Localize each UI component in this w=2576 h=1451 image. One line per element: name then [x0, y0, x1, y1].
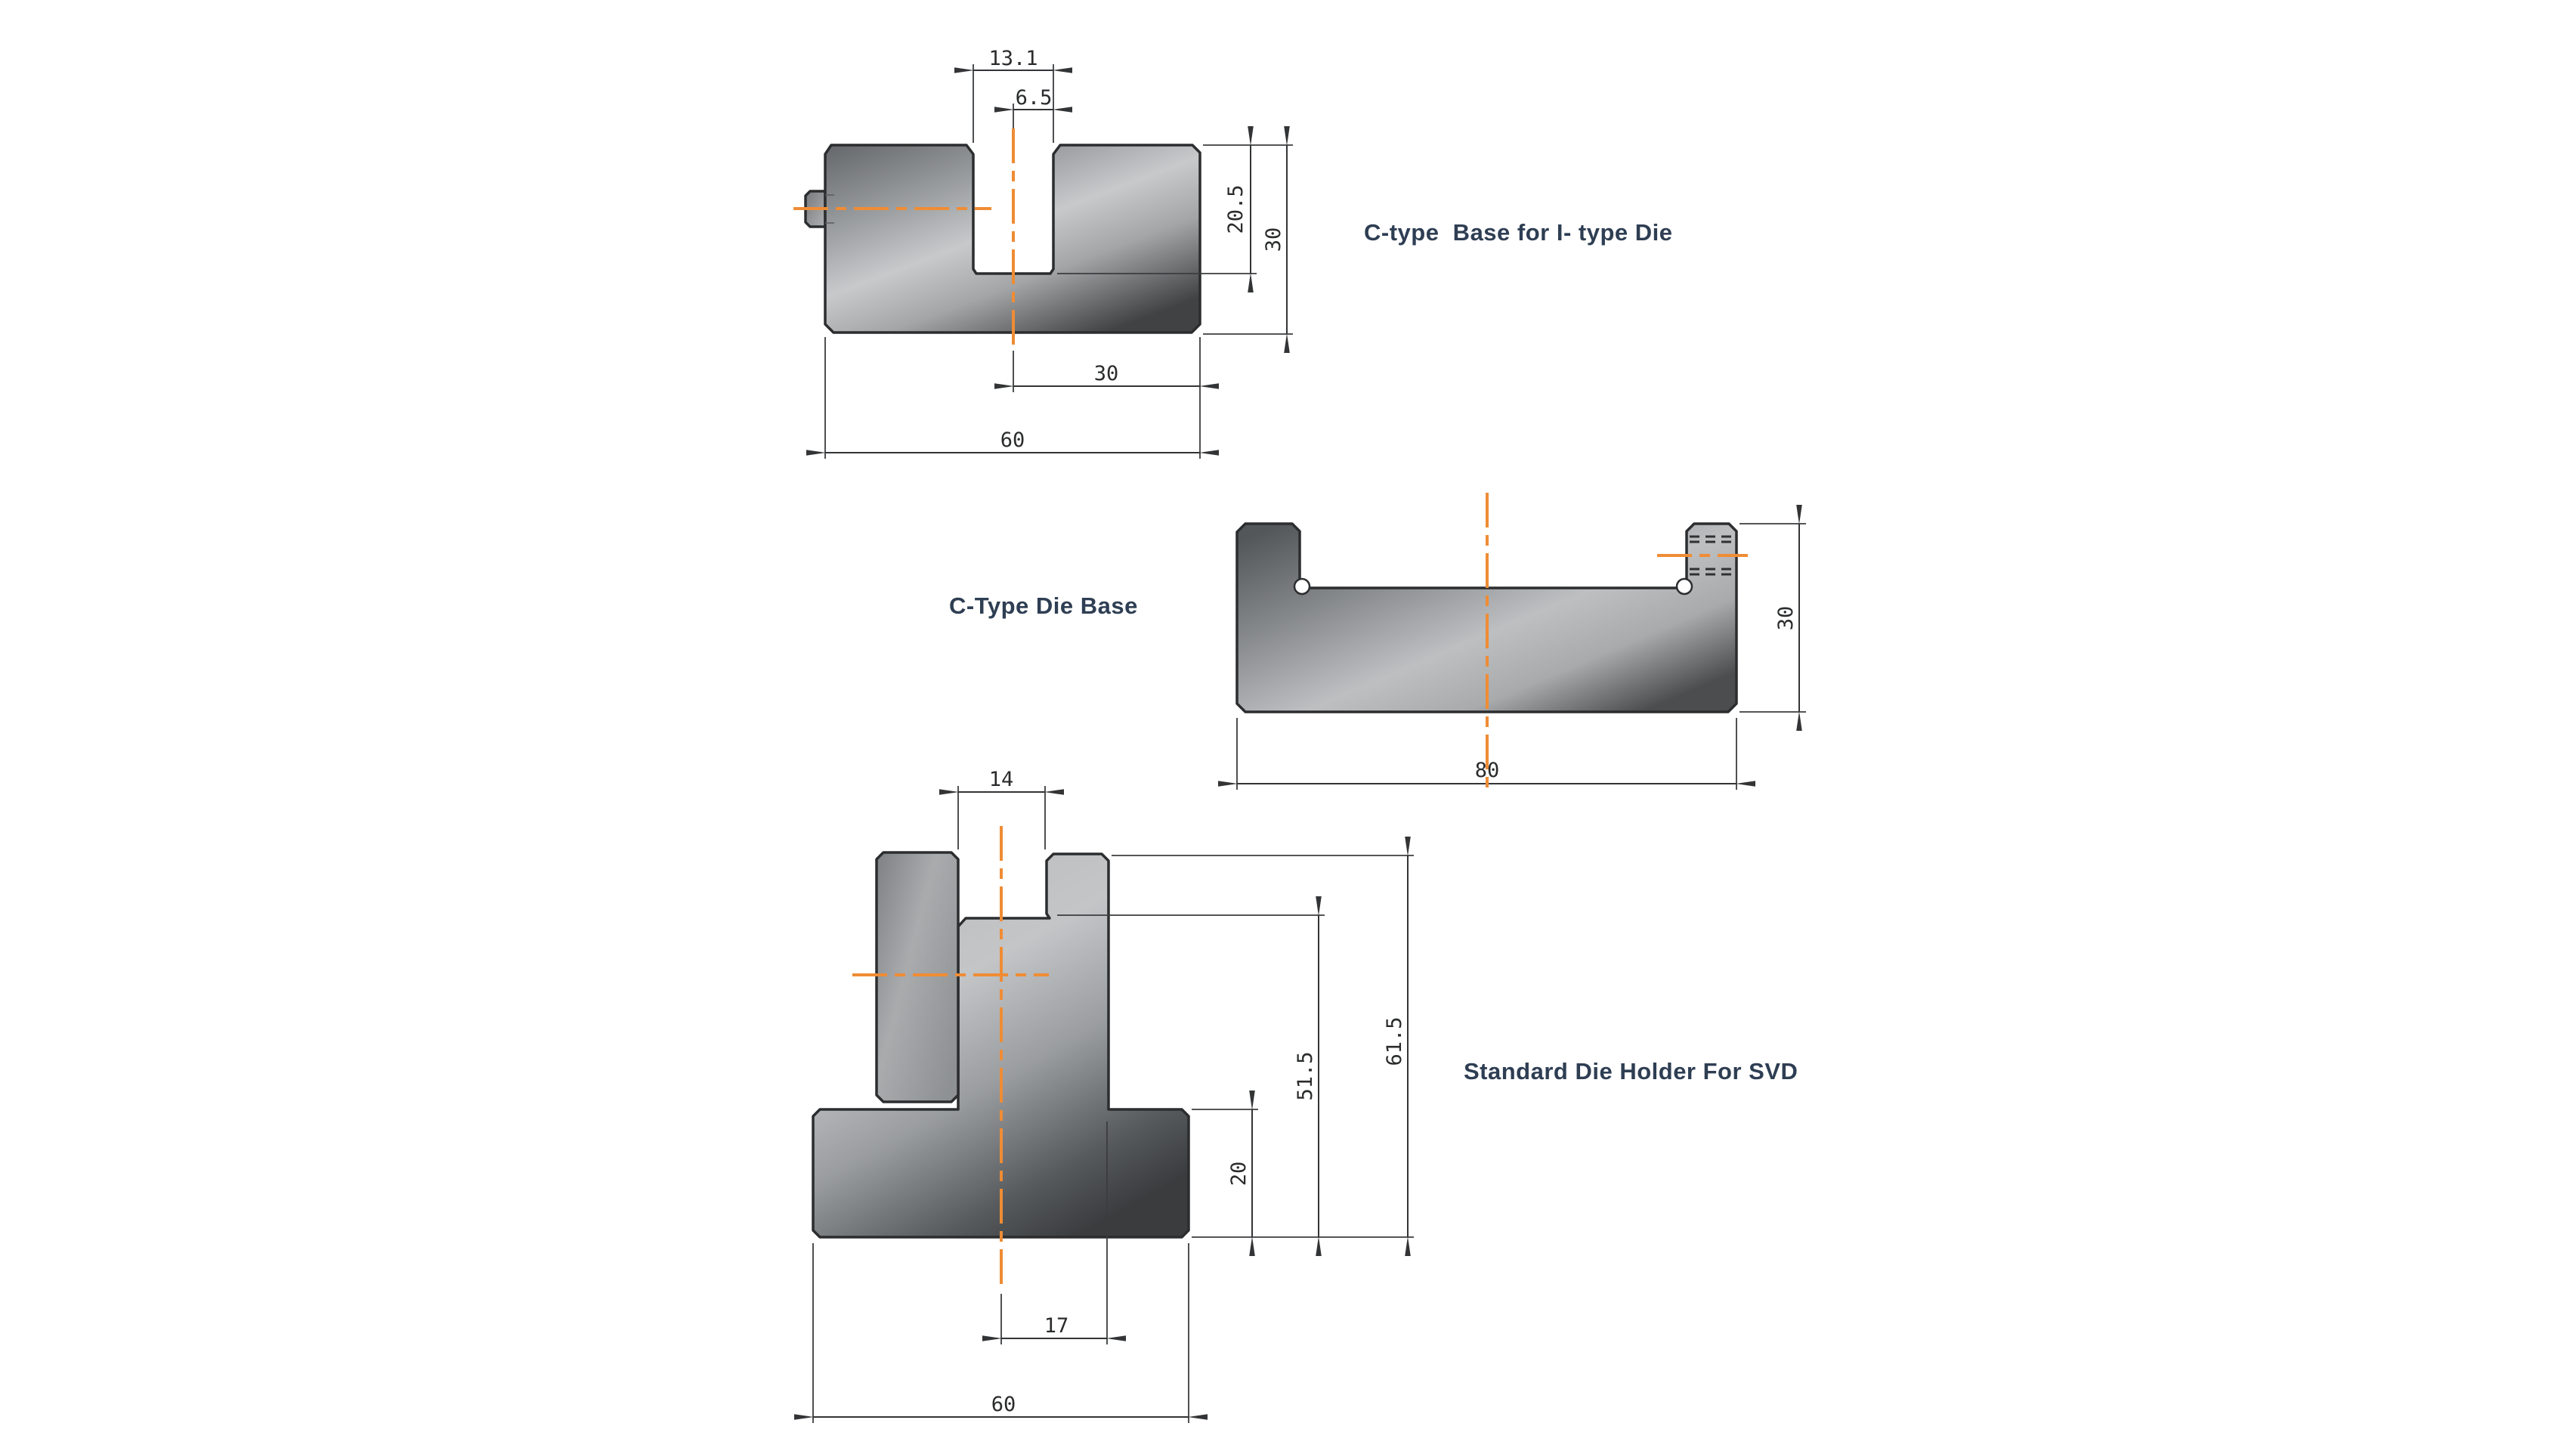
svd-holder-left-finger	[875, 851, 960, 1103]
dim-text-height: 30	[1774, 606, 1798, 631]
dim-text-slot-half-width: 6.5	[1016, 86, 1053, 110]
dim-text-slot-depth: 20.5	[1224, 184, 1248, 234]
dim-text-shoulder-height: 51.5	[1294, 1051, 1317, 1100]
dim-text-center-to-stem-edge: 17	[1044, 1314, 1069, 1338]
dim-text-center-to-edge: 30	[1094, 362, 1119, 385]
dim-text-base-width: 60	[991, 1393, 1016, 1416]
dim-text-block-width: 60	[1000, 428, 1025, 452]
figure-title-ctype-base: C-type Base for I- type Die	[1364, 219, 1672, 246]
dim-text-total-height: 61.5	[1383, 1016, 1406, 1066]
dim-text-slot-width: 14	[989, 768, 1014, 791]
figure-title-svd-die-holder: Standard Die Holder For SVD	[1464, 1058, 1798, 1084]
figure-svd-die-holder: 14 61.5 51.5 20 17 60 Standard Die Holde…	[794, 768, 1798, 1423]
dim-text-base-height: 20	[1227, 1162, 1251, 1186]
figure-title-ctype-die-base: C-Type Die Base	[949, 592, 1138, 619]
dim-text-slot-opening-width: 13.1	[988, 47, 1038, 70]
corner-relief-notch-right	[1675, 577, 1693, 596]
ctype-base-block-outline	[824, 144, 1201, 334]
figure-ctype-die-base: 30 80 C-Type Die Base	[949, 493, 1806, 792]
figure-ctype-base-for-i-die: 13.1 6.5 20.5 30 30 60 C-type Base for I…	[793, 47, 1672, 459]
dim-text-width: 80	[1475, 759, 1500, 782]
dim-text-block-height: 30	[1262, 227, 1285, 252]
svd-holder-body-outline	[812, 852, 1190, 1239]
corner-relief-notch-left	[1293, 577, 1311, 596]
